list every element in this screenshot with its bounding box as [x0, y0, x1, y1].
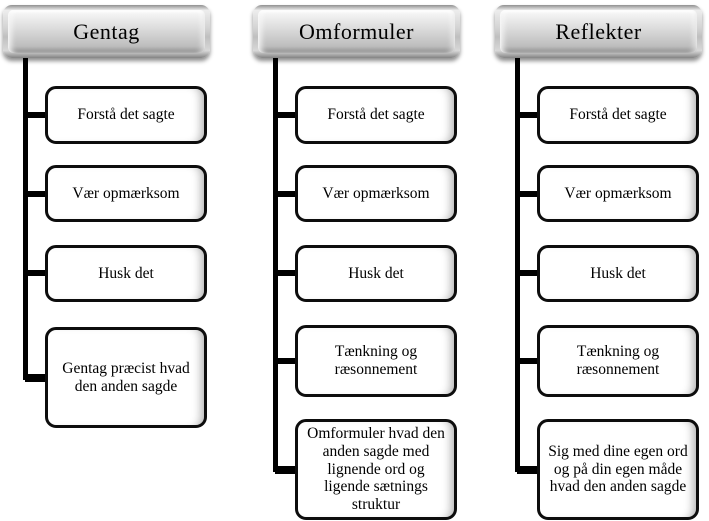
header-label: Reflekter: [500, 10, 697, 53]
connector-stub: [275, 466, 297, 474]
child-box: Husk det: [537, 245, 699, 302]
connector-stub: [517, 112, 539, 118]
connector-vline: [23, 50, 28, 380]
child-box: Sig med dine egen ord og på din egen måd…: [537, 419, 699, 520]
child-box: Vær opmærksom: [537, 165, 699, 222]
header-label: Omformuler: [258, 10, 455, 53]
child-box: Husk det: [45, 245, 207, 302]
child-box: Vær opmærksom: [295, 165, 457, 222]
connector-stub: [25, 270, 47, 276]
connector-stub: [517, 270, 539, 276]
child-box: Gentag præcist hvad den anden sagde: [45, 327, 207, 428]
connector-stub: [275, 358, 297, 364]
header-box-omformuler: Omformuler: [253, 5, 460, 58]
connector-vline: [515, 50, 520, 472]
connector-stub: [25, 374, 47, 382]
connector-stub: [275, 270, 297, 276]
child-box: Forstå det sagte: [295, 86, 457, 144]
child-box: Tænkning og ræsonnement: [537, 325, 699, 397]
child-box: Forstå det sagte: [537, 86, 699, 144]
child-box: Forstå det sagte: [45, 86, 207, 144]
connector-stub: [275, 191, 297, 197]
column-reflekter: Reflekter Forstå det sagte Vær opmærksom…: [495, 0, 709, 521]
child-box: Husk det: [295, 245, 457, 302]
connector-stub: [517, 466, 539, 474]
connector-stub: [517, 191, 539, 197]
column-omformuler: Omformuler Forstå det sagte Vær opmærkso…: [253, 0, 468, 521]
header-label: Gentag: [8, 10, 205, 53]
column-gentag: Gentag Forstå det sagte Vær opmærksom Hu…: [3, 0, 218, 521]
child-box: Omformuler hvad den anden sagde med lign…: [295, 419, 457, 520]
connector-stub: [517, 358, 539, 364]
connector-vline: [273, 50, 278, 472]
connector-stub: [275, 112, 297, 118]
header-box-reflekter: Reflekter: [495, 5, 702, 58]
connector-stub: [25, 191, 47, 197]
child-box: Vær opmærksom: [45, 165, 207, 222]
connector-stub: [25, 112, 47, 118]
child-box: Tænkning og ræsonnement: [295, 325, 457, 397]
header-box-gentag: Gentag: [3, 5, 210, 58]
